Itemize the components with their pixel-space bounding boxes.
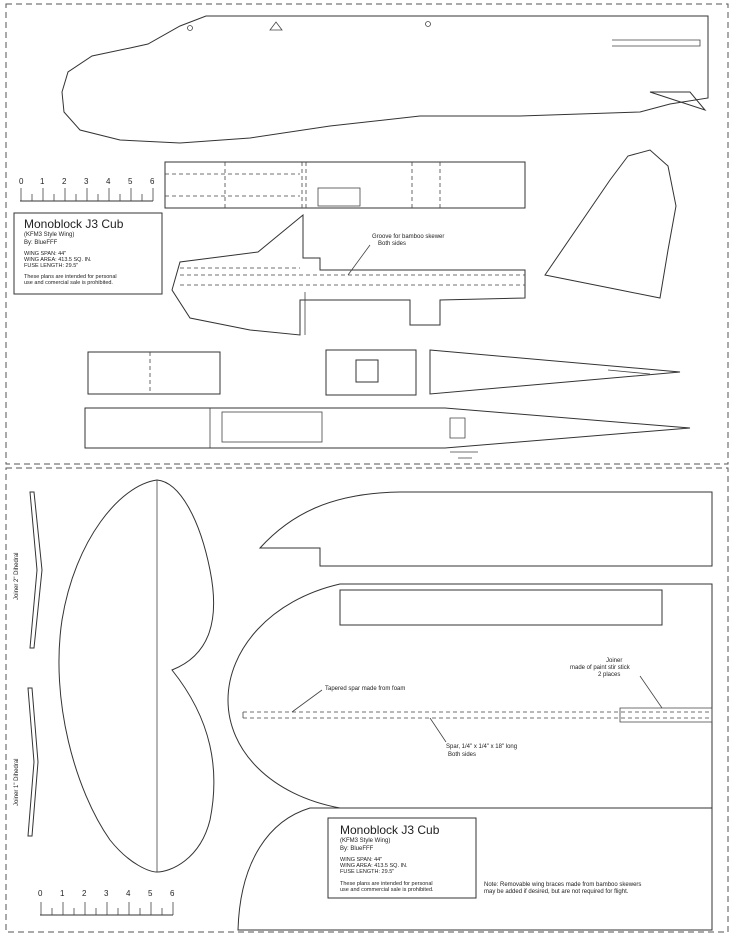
wing-brace-note: may be added if desired, but are not req… [484,889,629,895]
ruler-tick-label: 2 [82,889,87,898]
title-block-top: Monoblock J3 Cub (KFM3 Style Wing) By: B… [13,212,163,295]
plan-author: By: BlueFFF [24,240,58,246]
plan-note: use and comercial sale is prohibited. [24,280,113,286]
stab-panel-left [87,351,221,395]
ruler-tick-label: 6 [170,889,175,898]
callout-spar: Spar, 1/4" x 1/4" x 18" long [446,744,517,750]
ruler-tick-label: 3 [84,177,89,186]
callout-joiner: Joiner [606,658,622,664]
plan-note: These plans are intended for personal [340,881,433,887]
ruler-tick-label: 2 [62,177,67,186]
ruler-tick-label: 0 [38,889,43,898]
bottom-fuselage-panel [84,407,691,459]
plan-author: By: BlueFFF [340,846,374,852]
ruler-tick-label: 6 [150,177,155,186]
plan-spec: WING AREA: 413.5 SQ. IN. [340,863,408,869]
callout-groove: Groove for bamboo skewer [372,234,444,240]
label-joiner-2: Joiner 2" Dihedral [14,553,20,601]
scale-ruler-bottom: 0 1 2 3 4 5 6 [38,889,175,916]
plan-title: Monoblock J3 Cub [340,823,440,837]
joiner-1in [27,687,39,837]
hatch-panel [325,349,417,396]
callout-joiner: made of paint stir stick [570,665,631,671]
plan-spec: WING AREA: 413.5 SQ. IN. [24,257,92,263]
callout-joiner: 2 places [598,672,620,678]
ruler-tick-label: 1 [40,177,45,186]
fuselage-groove-view [171,213,526,336]
wing-brace-note: Note: Removable wing braces made from ba… [484,882,641,888]
ruler-tick-label: 5 [128,177,133,186]
vertical-fin [544,149,677,299]
plan-subtitle: (KFM3 Style Wing) [340,838,390,844]
ruler-tick-label: 0 [19,177,24,186]
ruler-tick-label: 4 [106,177,111,186]
ruler-tick-label: 4 [126,889,131,898]
plan-spec: FUSE LENGTH: 29.5" [340,869,394,875]
title-block-bottom: Monoblock J3 Cub (KFM3 Style Wing) By: B… [327,817,477,899]
plan-note: use and commercial sale is prohibited. [340,887,434,893]
callout-spar: Both sides [448,752,476,758]
label-joiner-1: Joiner 1" Dihedral [14,759,20,807]
wing-trailing-panel [237,807,713,931]
joiner-2in [29,491,43,649]
plan-spec: FUSE LENGTH: 29.5" [24,263,78,269]
wing-leading-panel [258,491,713,567]
ruler-tick-label: 3 [104,889,109,898]
ruler-tick-label: 5 [148,889,153,898]
plan-spec: WING SPAN: 44" [340,857,382,863]
plan-note: These plans are intended for personal [24,274,117,280]
callout-groove: Both sides [378,241,406,247]
plan-subtitle: (KFM3 Style Wing) [24,232,74,238]
top-panel-border [5,3,729,465]
wing-half-main [227,583,713,809]
callout-tapered-spar: Tapered spar made from foam [325,686,405,692]
wing-planform [58,479,215,873]
fuselage-top-view [164,161,526,209]
ruler-tick-label: 1 [60,889,65,898]
plan-spec: WING SPAN: 44" [24,251,66,257]
scale-ruler-top: 0 1 2 3 4 5 6 [19,177,155,202]
plan-title: Monoblock J3 Cub [24,217,124,231]
elevator-tapered-panel [429,349,681,395]
bottom-panel-border [5,467,729,933]
fuselage-side-profile [61,15,709,144]
